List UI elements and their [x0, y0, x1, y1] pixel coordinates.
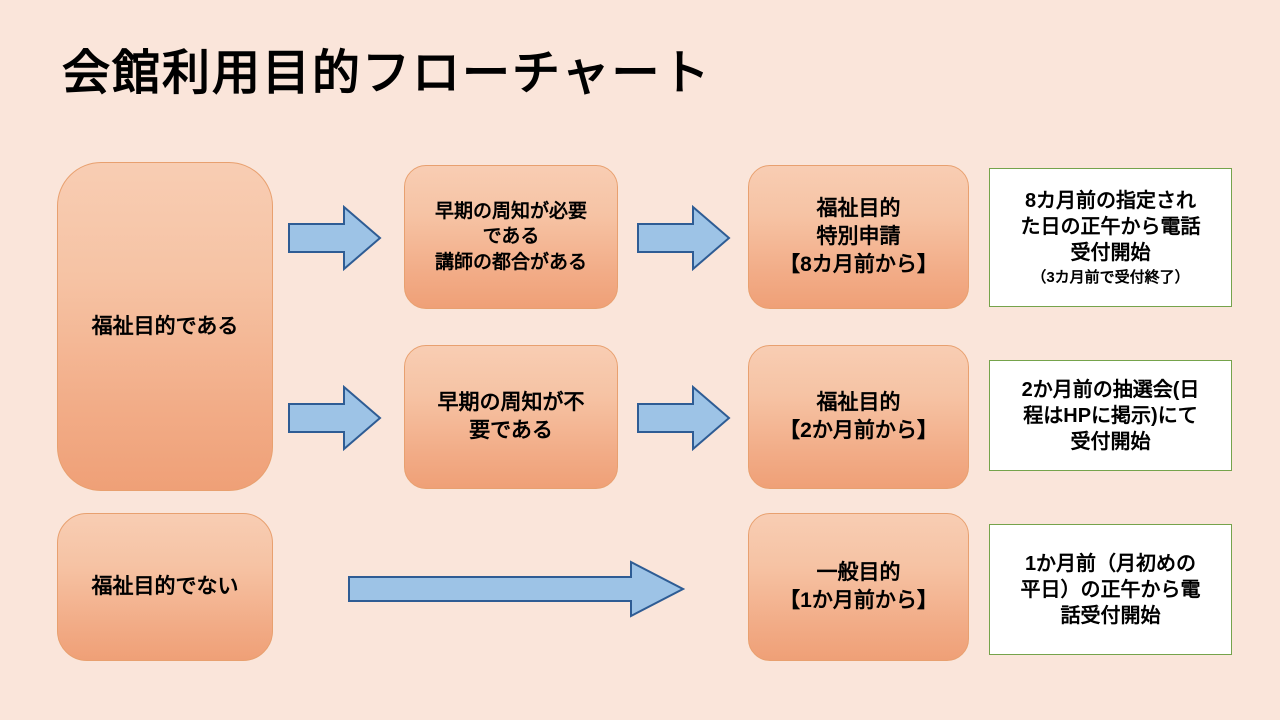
note-box-1month-main: 1か月前（月初めの 平日）の正午から電 話受付開始 — [1020, 552, 1201, 627]
right-arrow-icon-notice-not-needed-to-2m — [637, 385, 731, 451]
long-right-arrow-icon-welfare-no-to-general — [348, 560, 685, 618]
right-arrow-icon-welfare-to-notice-needed — [288, 205, 382, 271]
outcome-box-welfare-special-label: 福祉目的 特別申請 【8カ月前から】 — [779, 197, 938, 276]
page-title: 会館利用目的フローチャート — [62, 47, 712, 100]
outcome-box-welfare-special[interactable]: 福祉目的 特別申請 【8カ月前から】 — [748, 165, 969, 309]
right-arrow-icon-notice-needed-to-special — [637, 205, 731, 271]
outcome-box-general-1m[interactable]: 一般目的 【1か月前から】 — [748, 513, 969, 661]
condition-box-welfare-no-label: 福祉目的でない — [91, 575, 239, 599]
note-box-8months: 8カ月前の指定され た日の正午から電話 受付開始 （3カ月前で受付終了） — [989, 168, 1232, 307]
note-box-2months-main: 2か月前の抽選会(日 程はHPに掲示)にて 受付開始 — [1021, 378, 1200, 453]
note-box-2months: 2か月前の抽選会(日 程はHPに掲示)にて 受付開始 — [989, 360, 1232, 471]
criteria-box-notice-needed-label: 早期の周知が必要 である 講師の都合がある — [434, 201, 587, 273]
note-box-8months-sub: （3カ月前で受付終了） — [1031, 268, 1190, 286]
note-box-1month: 1か月前（月初めの 平日）の正午から電 話受付開始 — [989, 524, 1232, 655]
condition-box-welfare-no[interactable]: 福祉目的でない — [57, 513, 273, 661]
condition-box-welfare-yes-label: 福祉目的である — [91, 314, 239, 338]
outcome-box-welfare-2m-label: 福祉目的 【2か月前から】 — [779, 391, 938, 442]
right-arrow-icon-welfare-to-notice-not-needed — [288, 385, 382, 451]
criteria-box-notice-needed[interactable]: 早期の周知が必要 である 講師の都合がある — [404, 165, 618, 309]
outcome-box-welfare-2m[interactable]: 福祉目的 【2か月前から】 — [748, 345, 969, 489]
outcome-box-general-1m-label: 一般目的 【1か月前から】 — [779, 561, 938, 612]
criteria-box-notice-not-needed[interactable]: 早期の周知が不 要である — [404, 345, 618, 489]
note-box-8months-main: 8カ月前の指定され た日の正午から電話 受付開始 — [1020, 189, 1201, 264]
criteria-box-notice-not-needed-label: 早期の周知が不 要である — [437, 391, 585, 442]
condition-box-welfare-yes[interactable]: 福祉目的である — [57, 162, 273, 491]
